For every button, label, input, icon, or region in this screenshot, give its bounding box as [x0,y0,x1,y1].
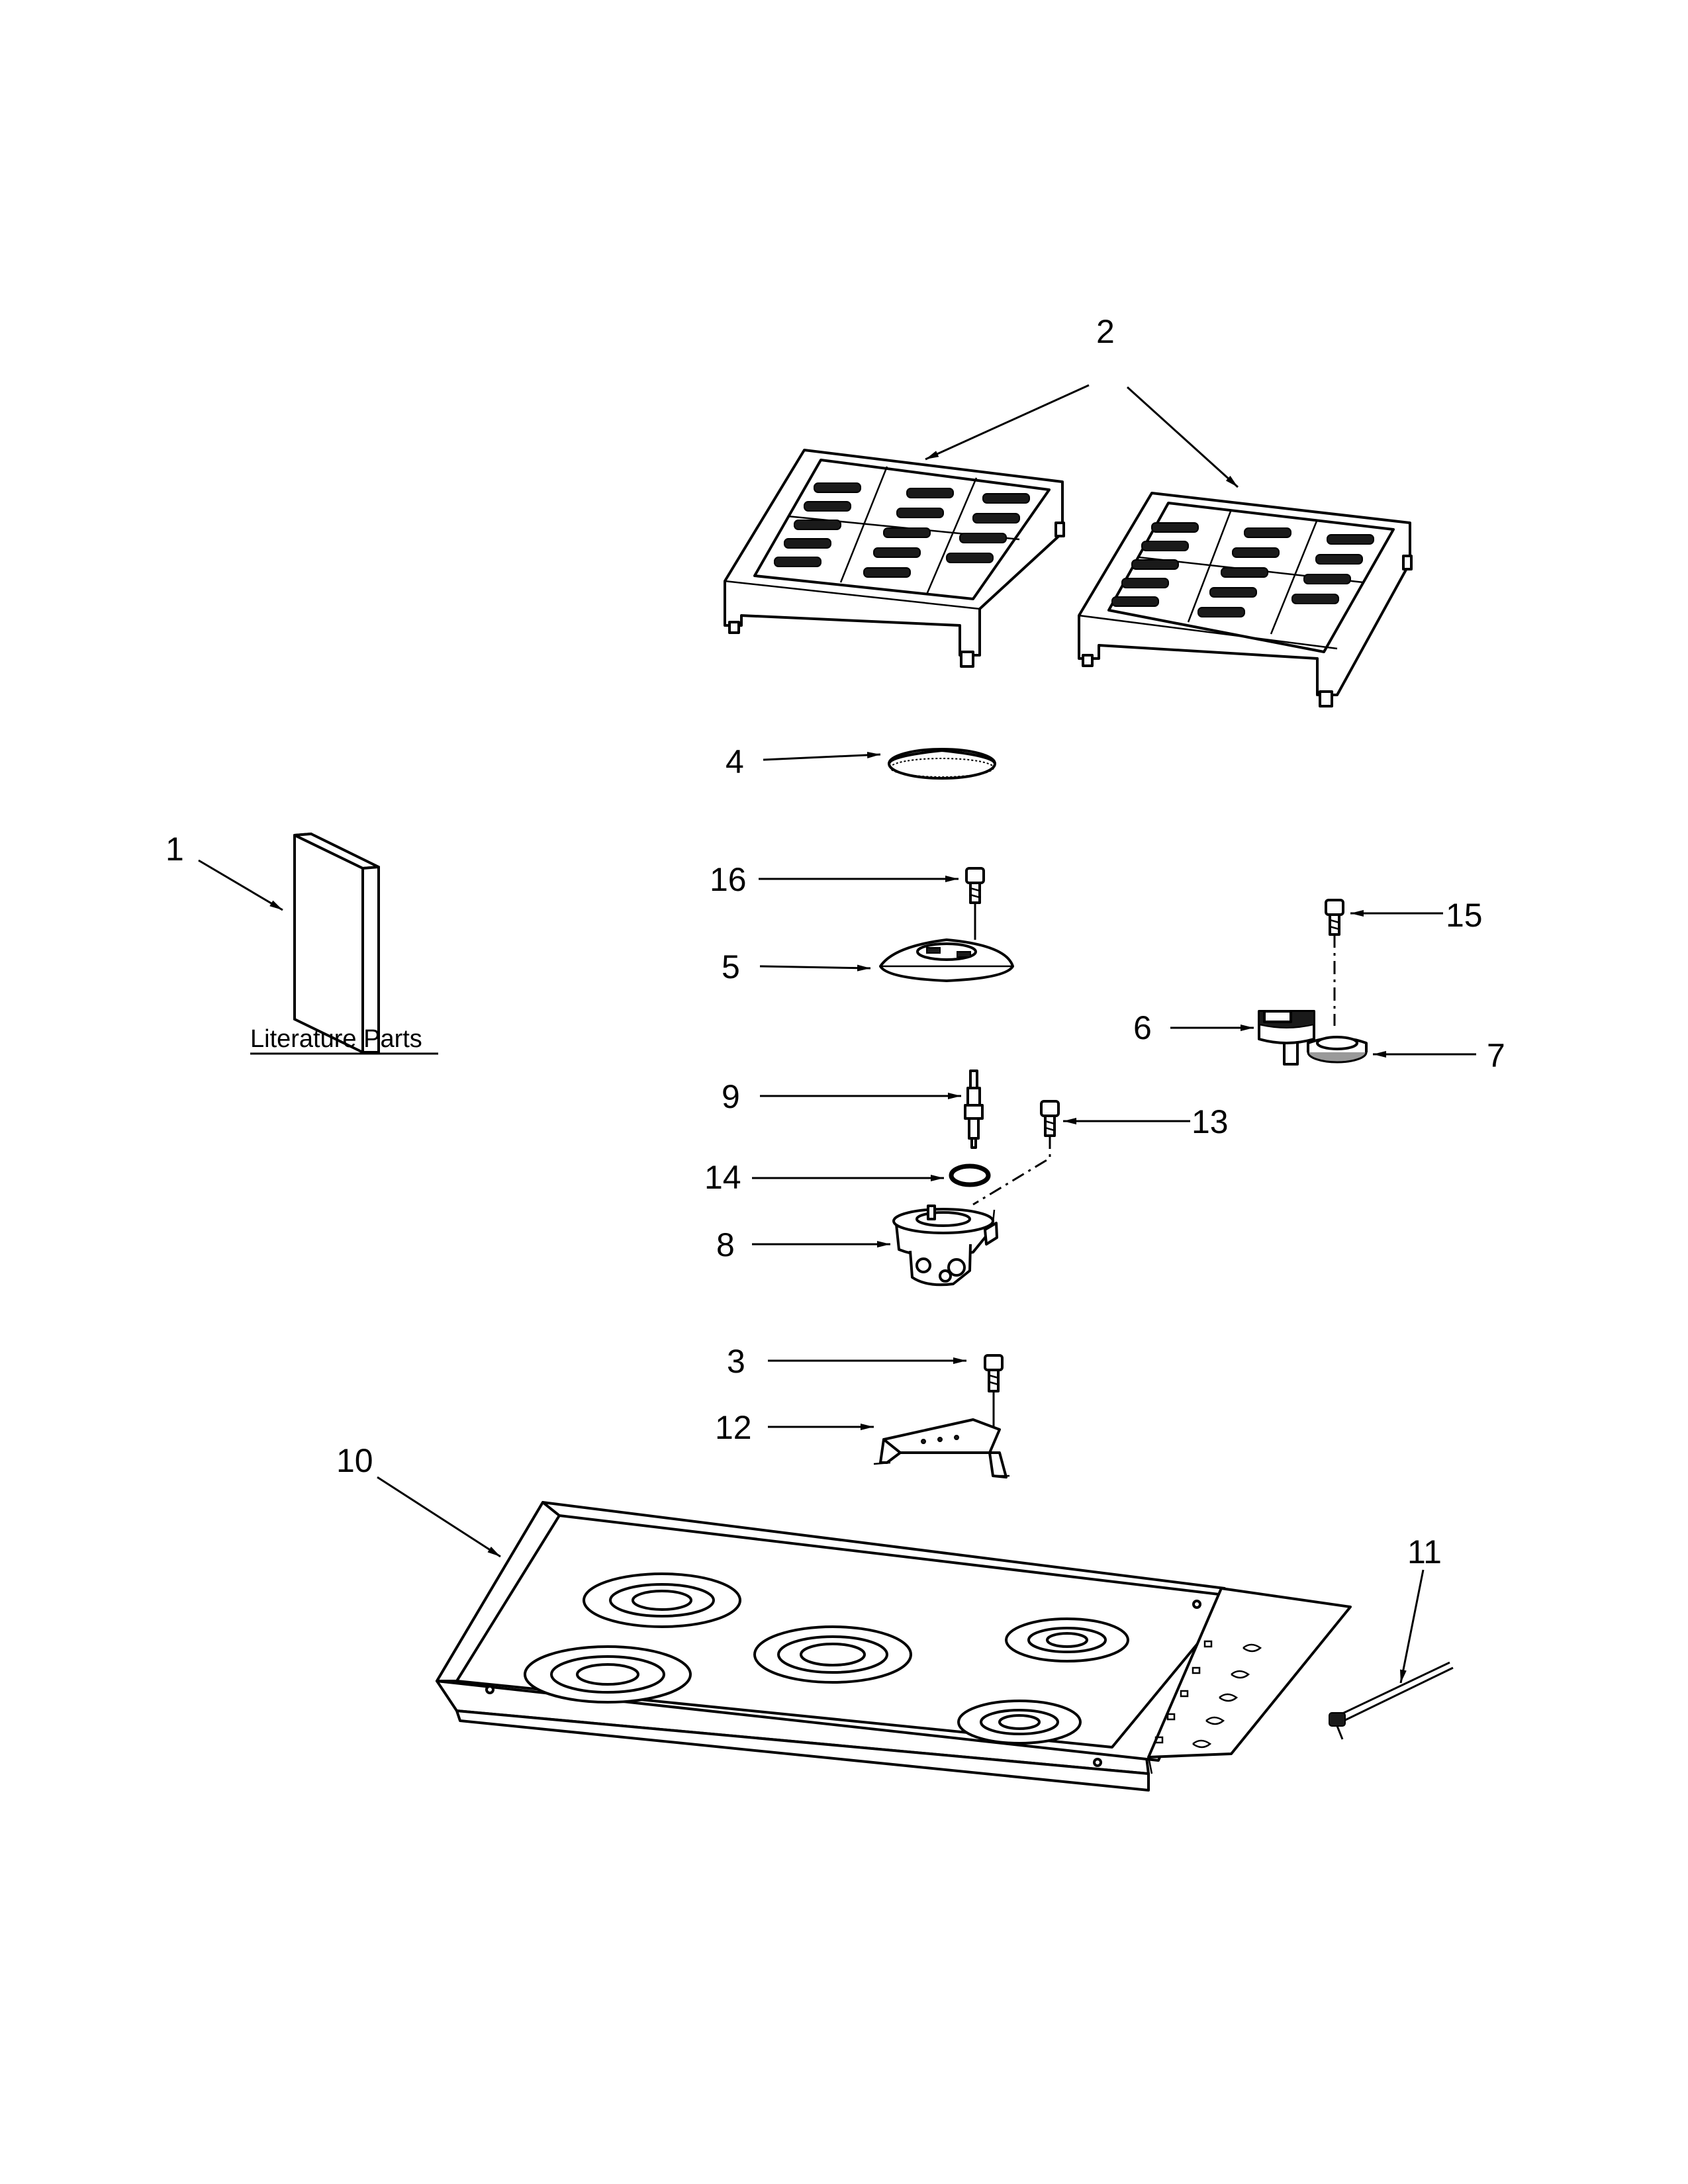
callout-5: 5 [722,948,740,985]
burner-ring-front-left [524,1645,692,1704]
callout-12: 12 [715,1409,752,1446]
callout-9: 9 [722,1078,740,1115]
screw-3[interactable] [984,1354,1004,1430]
callout-15: 15 [1446,897,1483,934]
grate-left[interactable] [724,449,1065,668]
mounting-bracket[interactable] [873,1418,1009,1479]
screw-13[interactable] [972,1100,1060,1206]
spark-igniter[interactable] [964,1069,984,1149]
cooktop-main-top[interactable] [436,1501,1352,1792]
callout-10: 10 [336,1442,373,1479]
burner-housing[interactable] [892,1205,998,1287]
screw-15[interactable] [1325,899,1344,1026]
burner-ring-center [753,1625,912,1684]
callout-13: 13 [1192,1103,1229,1140]
callout-14: 14 [704,1159,741,1196]
grate-right[interactable] [1078,492,1413,707]
burner-base[interactable] [879,938,1014,982]
callout-3: 3 [727,1343,745,1380]
burner-ring-back-right [1005,1617,1129,1662]
burner-ring-front-right [957,1700,1082,1745]
callout-1: 1 [165,831,184,868]
burner-ring-back-left [583,1572,741,1628]
grommet[interactable] [949,1163,991,1187]
callout-6: 6 [1133,1009,1152,1046]
literature-manual[interactable] [293,833,380,1054]
callout-11: 11 [1407,1533,1442,1570]
callout-7: 7 [1487,1037,1505,1074]
wire-harness[interactable] [1329,1661,1454,1740]
burner-cap[interactable] [888,748,996,780]
callout-2: 2 [1096,313,1115,350]
callout-8: 8 [716,1226,735,1263]
literature-parts-label[interactable]: Literature Parts [250,1025,422,1053]
control-knob[interactable] [1258,1010,1315,1066]
screw-16[interactable] [965,867,985,940]
knob-bezel[interactable] [1307,1036,1368,1064]
callout-16: 16 [710,861,747,898]
callout-4: 4 [726,743,744,780]
control-panel-knob-marks [1154,1640,1262,1749]
leader-lines [198,384,1476,1684]
